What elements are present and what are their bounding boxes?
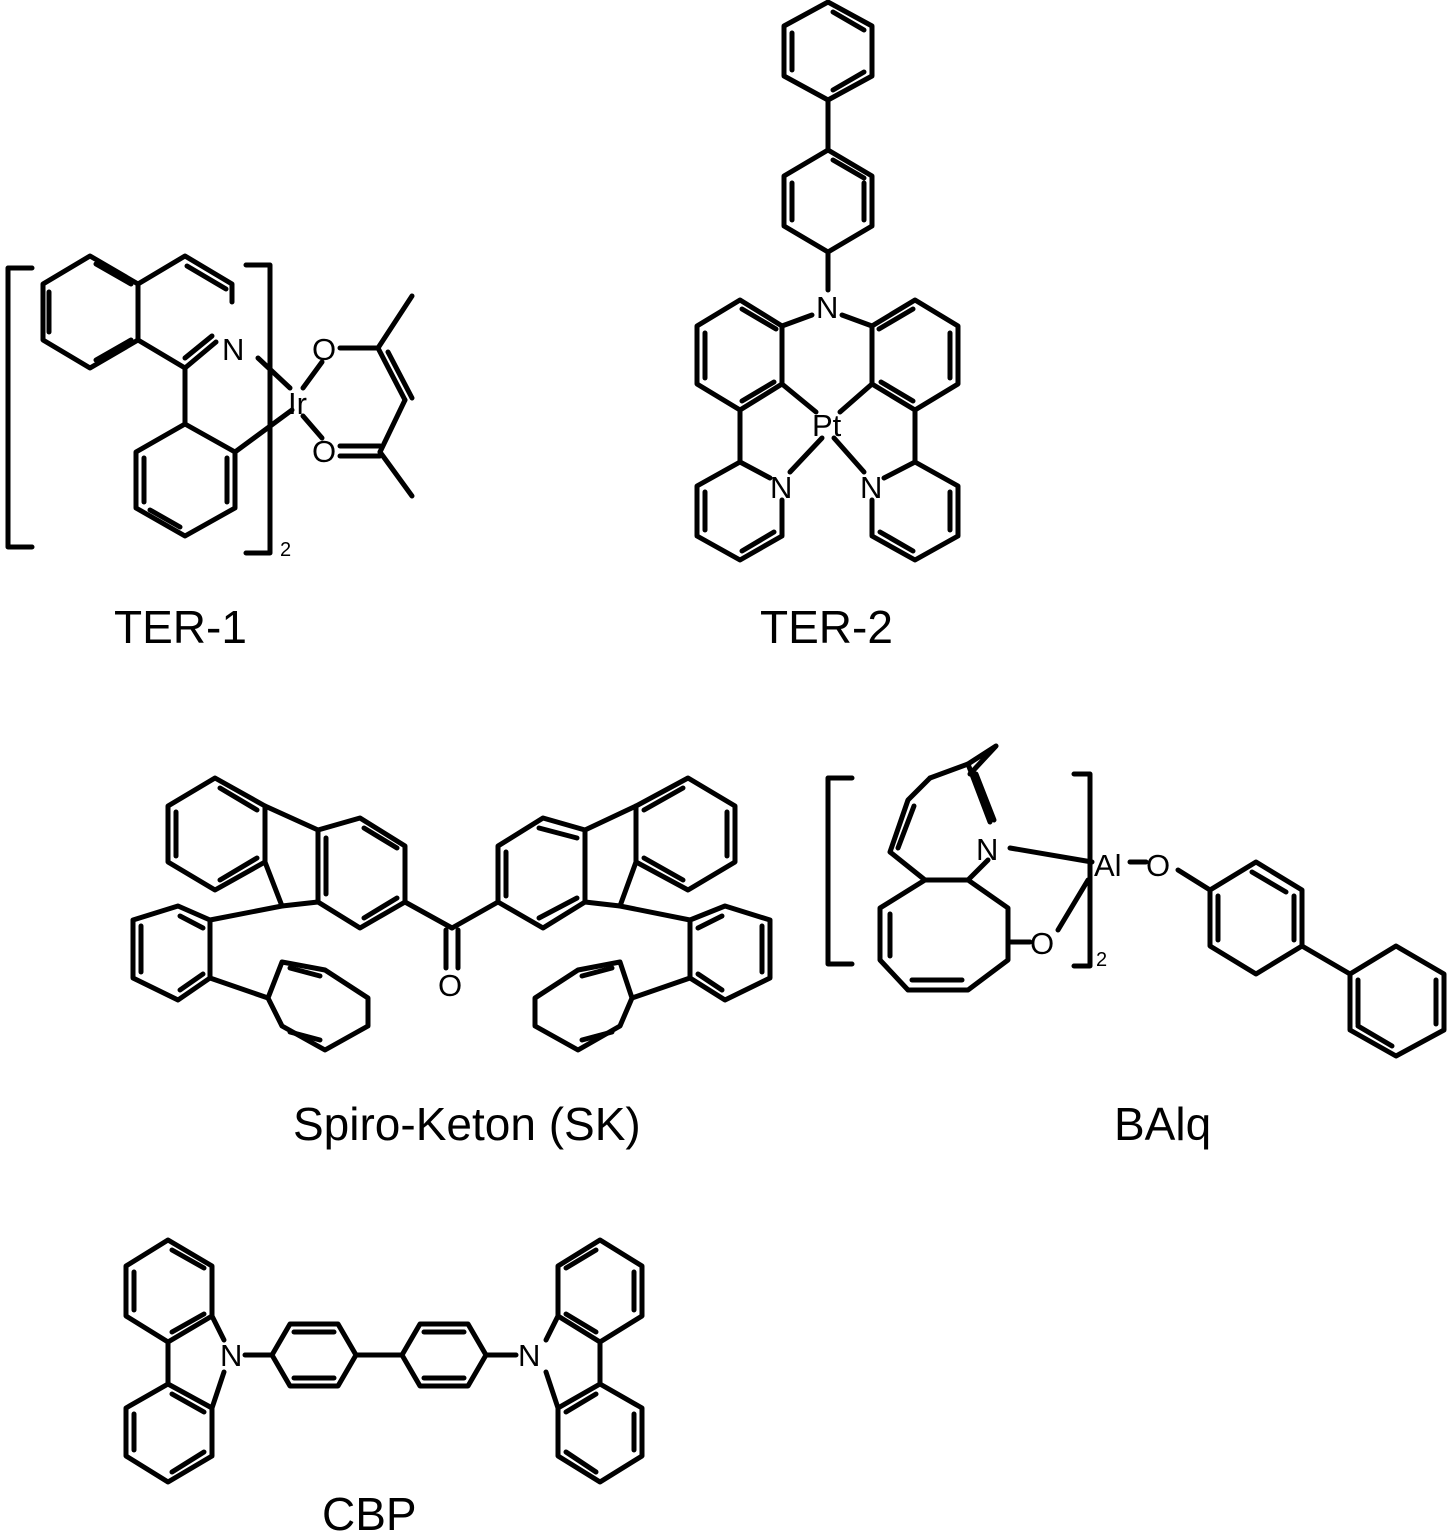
cbp-left-top-ring	[126, 1240, 212, 1342]
atom-n-right: N	[518, 1338, 540, 1373]
balq-pyridine-ring	[930, 746, 996, 778]
bracket-left	[8, 268, 32, 547]
phenyl-top	[784, 2, 872, 100]
atom-n: N	[222, 332, 244, 367]
balq-phenyl-ring	[1350, 946, 1444, 1056]
atom-n-right: N	[860, 470, 882, 505]
atom-o-ring: O	[1030, 926, 1054, 961]
bracket-subscript: 2	[280, 539, 291, 561]
atom-n-left: N	[220, 1338, 242, 1373]
pyridine-ring	[138, 256, 232, 302]
sk-left-inner-ring	[318, 818, 405, 928]
atom-al: Al	[1094, 848, 1122, 883]
balq-phenylene-ring	[1210, 862, 1302, 974]
sk-left-top-ring	[168, 778, 265, 890]
phenyl-ring	[136, 424, 235, 536]
atom-o-top: O	[312, 332, 336, 367]
sk-right-bottom-ring-1	[690, 906, 770, 1000]
compound-sk: O Spiro-Keton (SK)	[133, 778, 770, 1150]
right-pyridine-ring	[872, 462, 958, 560]
compound-ter1: N Ir O O 2 TER-1	[8, 256, 412, 653]
atom-ir: Ir	[288, 386, 307, 421]
compound-name-ter2: TER-2	[760, 601, 893, 653]
compound-name-sk: Spiro-Keton (SK)	[293, 1098, 641, 1150]
atom-pt: Pt	[812, 408, 842, 443]
balq-benzo-ring	[880, 880, 1008, 990]
compound-name-balq: BAlq	[1114, 1098, 1211, 1150]
bracket-right	[246, 265, 270, 553]
compound-name-ter1: TER-1	[114, 601, 247, 653]
cbp-right-top-ring	[558, 1240, 642, 1342]
atom-o-ether: O	[1146, 848, 1170, 883]
left-aryl-ring	[697, 300, 782, 410]
compound-ter2: N Pt N N TER-2	[697, 2, 958, 653]
atom-n-top: N	[816, 290, 838, 325]
atom-o-ketone: O	[438, 968, 462, 1003]
sk-left-bottom-ring-1	[133, 906, 210, 1000]
benzo-ring	[43, 256, 138, 368]
cbp-right-bottom-ring	[558, 1384, 642, 1482]
cbp-left-bottom-ring	[126, 1384, 212, 1482]
atom-n: N	[976, 832, 998, 867]
atom-n-left: N	[770, 470, 792, 505]
sk-right-top-ring	[636, 778, 735, 890]
bracket-right	[1074, 774, 1090, 966]
right-aryl-ring	[872, 300, 958, 410]
compound-name-cbp: CBP	[322, 1488, 417, 1538]
bracket-left	[828, 778, 852, 964]
phenylene-ring	[784, 150, 872, 252]
atom-o-bottom: O	[312, 434, 336, 469]
compound-balq: N Al O O 2 BAlq	[828, 746, 1444, 1150]
compound-cbp: N N CBP	[126, 1240, 642, 1538]
bracket-subscript: 2	[1096, 949, 1107, 971]
